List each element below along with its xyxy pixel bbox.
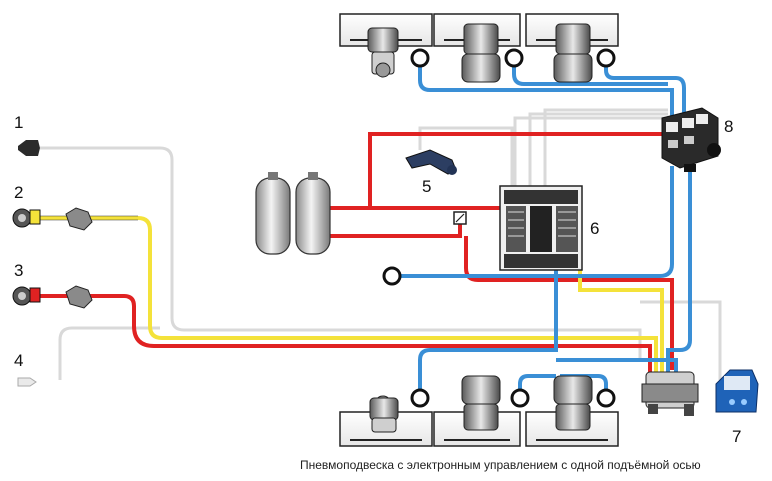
label-8: 8 (724, 117, 733, 136)
top-axle (339, 13, 619, 83)
diagram-caption: Пневмоподвеска с электронным управлением… (300, 458, 701, 472)
valve-block (661, 107, 721, 172)
air-tanks (255, 172, 331, 255)
control-display (715, 369, 759, 413)
brake-chamber-top-3 (553, 23, 593, 83)
label-1: 1 (14, 113, 23, 132)
filter-yellow (65, 207, 93, 231)
label-6: 6 (590, 219, 599, 238)
brake-chamber-bottom-2 (461, 375, 501, 431)
brake-chamber-top-2 (461, 23, 501, 83)
air-bellows-top (410, 48, 616, 68)
ecu-module (499, 185, 583, 271)
label-2: 2 (14, 183, 23, 202)
yellow-lines (40, 216, 664, 372)
air-bellows-bottom (410, 388, 616, 408)
brake-chamber-bottom-3 (553, 375, 593, 431)
filter-red (65, 285, 93, 309)
connector-4 (17, 377, 37, 387)
brake-chamber-top-1 (367, 27, 399, 78)
blue-lines (400, 58, 692, 396)
brake-chamber-bottom-1 (369, 395, 399, 433)
bellows-circle-middle (382, 266, 402, 286)
grey-lines (40, 108, 722, 380)
connector-1 (18, 140, 40, 156)
label-5: 5 (422, 177, 431, 196)
pressure-sensor (405, 149, 457, 175)
label-7: 7 (732, 427, 741, 446)
coupling-head-yellow (12, 208, 41, 228)
coupling-head-red (12, 286, 41, 306)
bottom-axle (339, 375, 619, 447)
label-4: 4 (14, 351, 23, 370)
lift-axle-valve (641, 371, 699, 416)
label-3: 3 (14, 261, 23, 280)
